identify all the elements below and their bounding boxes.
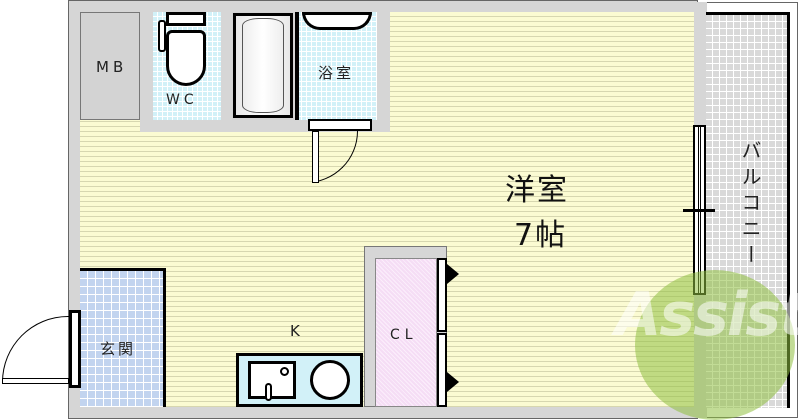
closet-door-upper[interactable]	[437, 258, 447, 332]
toilet-tank-icon	[166, 12, 206, 26]
bath-door-leaf	[312, 131, 319, 183]
balcony-label: バルコニー	[738, 140, 762, 270]
watermark-logo: Assist	[615, 280, 800, 350]
washbasin-icon	[302, 12, 372, 30]
closet-door-hinge-upper-icon	[447, 264, 459, 284]
bath-room	[297, 12, 377, 120]
bathtub-inner-icon	[242, 18, 284, 113]
bath-door-frame	[308, 119, 372, 131]
entrance-door-frame	[69, 310, 81, 388]
closet-area	[375, 258, 437, 407]
drain-icon	[280, 367, 289, 376]
mb-space	[80, 12, 140, 120]
western-room-size: 7帖	[514, 218, 568, 253]
kitchen-sink-icon	[248, 361, 296, 399]
bath-divider	[295, 12, 299, 120]
entrance-label: 玄関	[100, 340, 137, 358]
stove-burner-icon	[310, 360, 350, 400]
toilet-bowl-icon	[166, 30, 206, 86]
mb-label: MB	[96, 58, 128, 76]
wc-label: WC	[166, 92, 198, 108]
window-handle	[683, 209, 715, 212]
closet-door-hinge-lower-icon	[447, 372, 459, 392]
closet-door-lower[interactable]	[437, 333, 447, 407]
kitchen-label: K	[290, 322, 304, 340]
faucet-icon	[265, 383, 272, 401]
bath-label: 浴室	[318, 64, 355, 82]
toilet-control-icon	[158, 20, 166, 52]
western-room-label: 洋室	[505, 173, 569, 208]
entrance-door-leaf	[2, 378, 69, 384]
watermark-circle	[635, 270, 795, 420]
entrance-area	[80, 268, 166, 407]
closet-label: CL	[390, 327, 418, 343]
entrance-door-swing-icon[interactable]	[2, 316, 69, 382]
